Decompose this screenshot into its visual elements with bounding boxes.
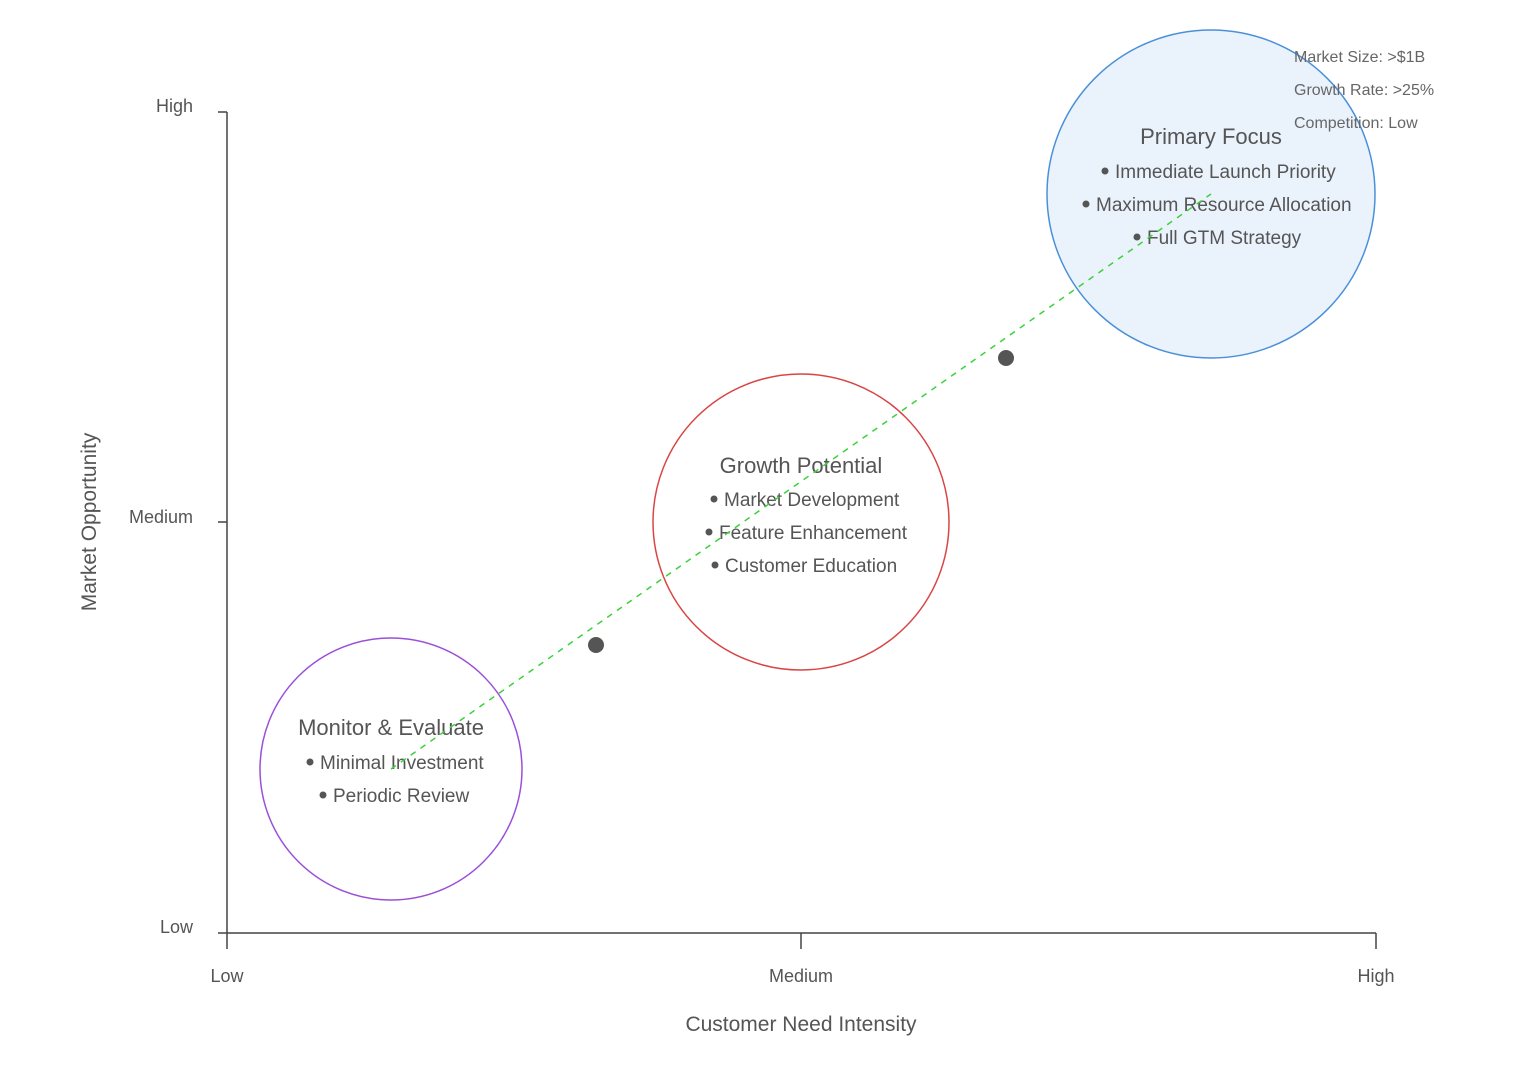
y-tick-label-medium: Medium xyxy=(129,507,193,527)
zone-monitor-circle xyxy=(259,637,523,901)
zone-growth-item: Feature Enhancement xyxy=(719,523,908,544)
path-marker xyxy=(998,350,1014,366)
progression-path xyxy=(390,193,1212,770)
zone-primary-item: Immediate Launch Priority xyxy=(1115,162,1336,183)
zone-growth-item: Market Development xyxy=(724,490,900,511)
zone-growth-circle xyxy=(652,373,950,671)
x-tick-label-high: High xyxy=(1357,966,1394,986)
bullet-icon xyxy=(710,495,718,503)
path-marker xyxy=(588,637,604,653)
x-axis: Low Medium High Customer Need Intensity xyxy=(210,932,1395,1036)
bullet-icon xyxy=(705,528,713,536)
y-axis: High Medium Low Market Opportunity xyxy=(78,96,228,937)
zone-monitor-evaluate: Monitor & Evaluate Minimal Investment Pe… xyxy=(259,637,523,901)
bullet-icon xyxy=(1133,233,1141,241)
zone-primary-title: Primary Focus xyxy=(1140,124,1282,149)
y-tick-label-low: Low xyxy=(160,917,194,937)
bullet-icon xyxy=(319,791,327,799)
zone-growth-title: Growth Potential xyxy=(720,453,883,478)
bullet-icon xyxy=(1082,200,1090,208)
y-axis-title: Market Opportunity xyxy=(78,432,101,611)
zone-monitor-item: Periodic Review xyxy=(333,786,469,807)
bullet-icon xyxy=(1101,167,1109,175)
x-axis-title: Customer Need Intensity xyxy=(685,1013,917,1036)
metric-market-size: Market Size: >$1B xyxy=(1294,49,1425,66)
zone-growth-item: Customer Education xyxy=(725,556,897,577)
metric-growth-rate: Growth Rate: >25% xyxy=(1294,82,1434,99)
x-tick-label-medium: Medium xyxy=(769,966,833,986)
x-tick-label-low: Low xyxy=(210,966,244,986)
bullet-icon xyxy=(711,561,719,569)
zone-growth-potential: Growth Potential Market Development Feat… xyxy=(652,373,950,671)
metric-competition: Competition: Low xyxy=(1294,115,1418,132)
zone-primary-item: Maximum Resource Allocation xyxy=(1096,195,1352,216)
metrics-annotation: Market Size: >$1B Growth Rate: >25% Comp… xyxy=(1294,49,1434,132)
zone-primary-item: Full GTM Strategy xyxy=(1147,228,1302,249)
zone-monitor-title: Monitor & Evaluate xyxy=(298,715,484,740)
bullet-icon xyxy=(306,758,314,766)
zone-monitor-item: Minimal Investment xyxy=(320,753,484,774)
y-tick-label-high: High xyxy=(156,96,193,116)
